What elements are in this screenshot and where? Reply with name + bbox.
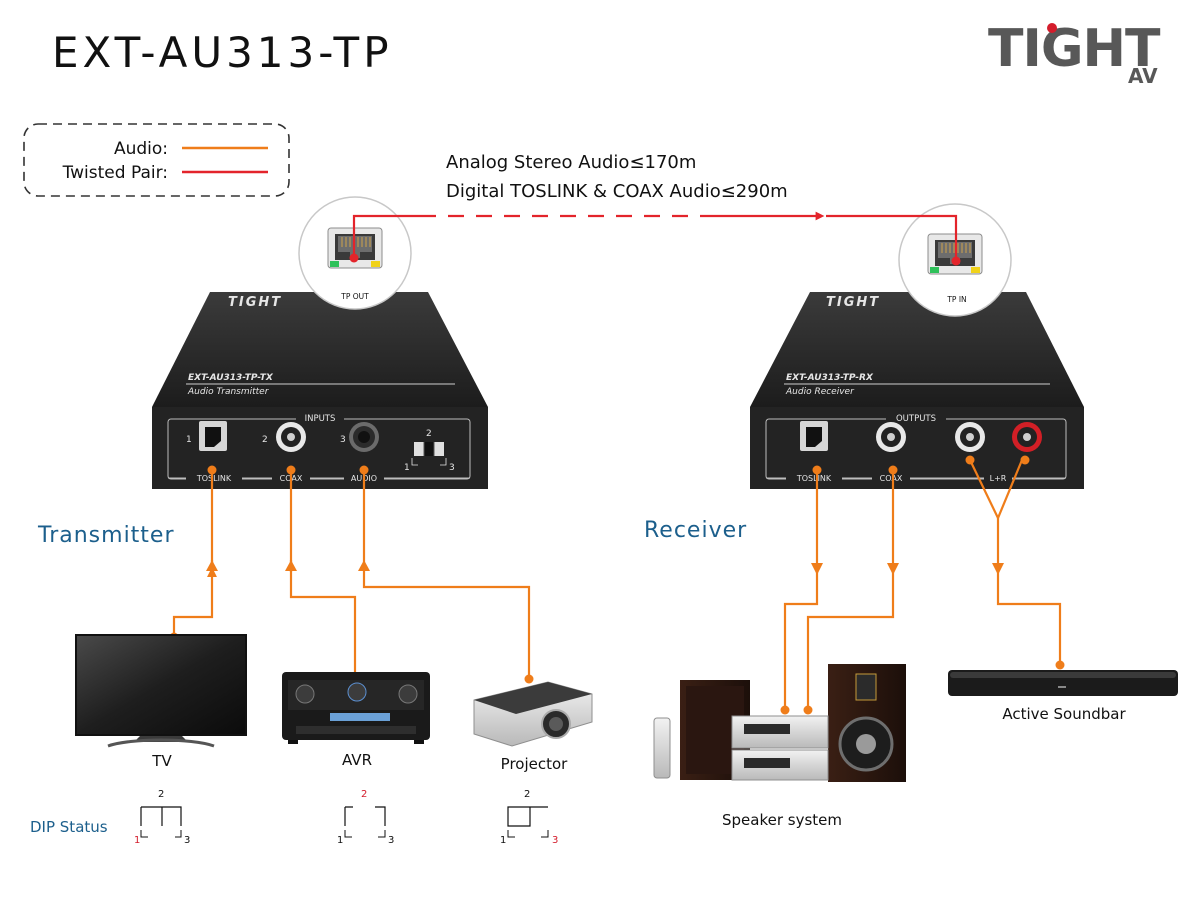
- tx-switch-pos-1: 1: [404, 463, 410, 473]
- dip-tv-3: 3: [184, 835, 190, 846]
- tv-icon: [75, 634, 247, 748]
- projector-icon: [473, 681, 593, 747]
- page-title: EXT-AU313-TP: [52, 28, 393, 77]
- avr-icon: [282, 672, 430, 744]
- tx-audio-arrows: [206, 560, 370, 571]
- tx-port-number-1: 1: [186, 435, 192, 445]
- tx-audio-wires: [172, 470, 531, 677]
- transmitter-description: Audio Transmitter: [187, 387, 270, 397]
- transmitter-group-label: INPUTS: [305, 414, 336, 424]
- dip-tv-1: 1: [134, 835, 140, 846]
- brand-logo-name: TIGHT: [988, 19, 1161, 79]
- speaker-system-label: Speaker system: [722, 811, 842, 829]
- dip-proj-1: 1: [500, 835, 506, 846]
- rx-tp-in-label: TP IN: [946, 295, 966, 304]
- tv-label: TV: [151, 752, 172, 770]
- transmitter-unit: TIGHT EXT-AU313-TP-TX Audio Transmitter …: [152, 196, 488, 489]
- rx-connector-toslink: TOSLINK: [796, 474, 832, 483]
- legend-box: [23, 123, 290, 197]
- twisted-pair-link: [349, 211, 961, 266]
- dip-avr-2: 2: [361, 789, 367, 800]
- dip-tv-2: 2: [158, 789, 164, 800]
- rx-coax-port[interactable]: [876, 422, 906, 452]
- dip-avr-3: 3: [388, 835, 394, 846]
- tx-dip-switch[interactable]: [414, 442, 444, 456]
- transmitter-top: [152, 292, 488, 407]
- dip-proj-2: 2: [524, 789, 530, 800]
- transmitter-brand: TIGHT: [228, 295, 282, 310]
- soundbar-label: Active Soundbar: [1002, 705, 1126, 723]
- dip-status-tv: 2 1 3: [134, 789, 190, 846]
- tx-switch-pos-3: 3: [449, 463, 455, 473]
- soundbar-icon: [948, 670, 1178, 696]
- distance-analog: Analog Stereo Audio≤170m: [446, 152, 696, 173]
- dip-status-avr: 2 1 3: [337, 789, 394, 846]
- tx-tp-out-label: TP OUT: [340, 292, 369, 301]
- brand-logo: TIGHT AV: [988, 19, 1162, 88]
- tx-connector-toslink: TOSLINK: [196, 474, 232, 483]
- receiver-section-label: Receiver: [644, 518, 747, 543]
- rx-connector-lr: L+R: [990, 474, 1007, 483]
- tx-port-number-3: 3: [340, 435, 346, 445]
- transmitter-section-label: Transmitter: [37, 523, 175, 548]
- receiver-model: EXT-AU313-TP-RX: [786, 373, 874, 383]
- tx-toslink-port[interactable]: [199, 421, 227, 451]
- speaker-system-icon: [653, 664, 906, 782]
- rx-audio-left-port[interactable]: [955, 422, 985, 452]
- dip-status-projector: 2 1 3: [500, 789, 558, 846]
- brand-logo-sub: AV: [1128, 64, 1158, 88]
- legend-audio-label: Audio:: [114, 139, 168, 159]
- receiver-unit: TIGHT EXT-AU313-TP-RX Audio Receiver OUT…: [750, 203, 1084, 489]
- rx-toslink-port[interactable]: [800, 421, 828, 451]
- rx-audio-arrows: [811, 563, 1004, 575]
- rx-connector-coax: COAX: [880, 474, 903, 483]
- receiver-top: [750, 292, 1084, 407]
- rx-audio-right-port[interactable]: [1012, 422, 1042, 452]
- avr-label: AVR: [342, 751, 372, 769]
- legend: Audio: Twisted Pair:: [23, 123, 290, 197]
- receiver-description: Audio Receiver: [785, 387, 855, 397]
- distance-digital: Digital TOSLINK & COAX Audio≤290m: [446, 181, 788, 202]
- brand-logo-dot: [1047, 23, 1057, 33]
- dip-proj-3: 3: [552, 835, 558, 846]
- receiver-group-label: OUTPUTS: [896, 414, 936, 424]
- tx-audio-jack[interactable]: [349, 422, 379, 452]
- rx-wire-endpoints: [780, 455, 1065, 715]
- transmitter-model: EXT-AU313-TP-TX: [188, 373, 274, 383]
- dip-avr-1: 1: [337, 835, 343, 846]
- projector-label: Projector: [501, 755, 568, 773]
- tx-coax-port[interactable]: [276, 422, 306, 452]
- receiver-brand: TIGHT: [826, 295, 880, 310]
- tx-switch-pos-2: 2: [426, 429, 432, 439]
- legend-tp-label: Twisted Pair:: [62, 163, 168, 183]
- rx-audio-wires: [783, 459, 1062, 710]
- dip-status-label: DIP Status: [30, 818, 108, 836]
- tx-port-number-2: 2: [262, 435, 268, 445]
